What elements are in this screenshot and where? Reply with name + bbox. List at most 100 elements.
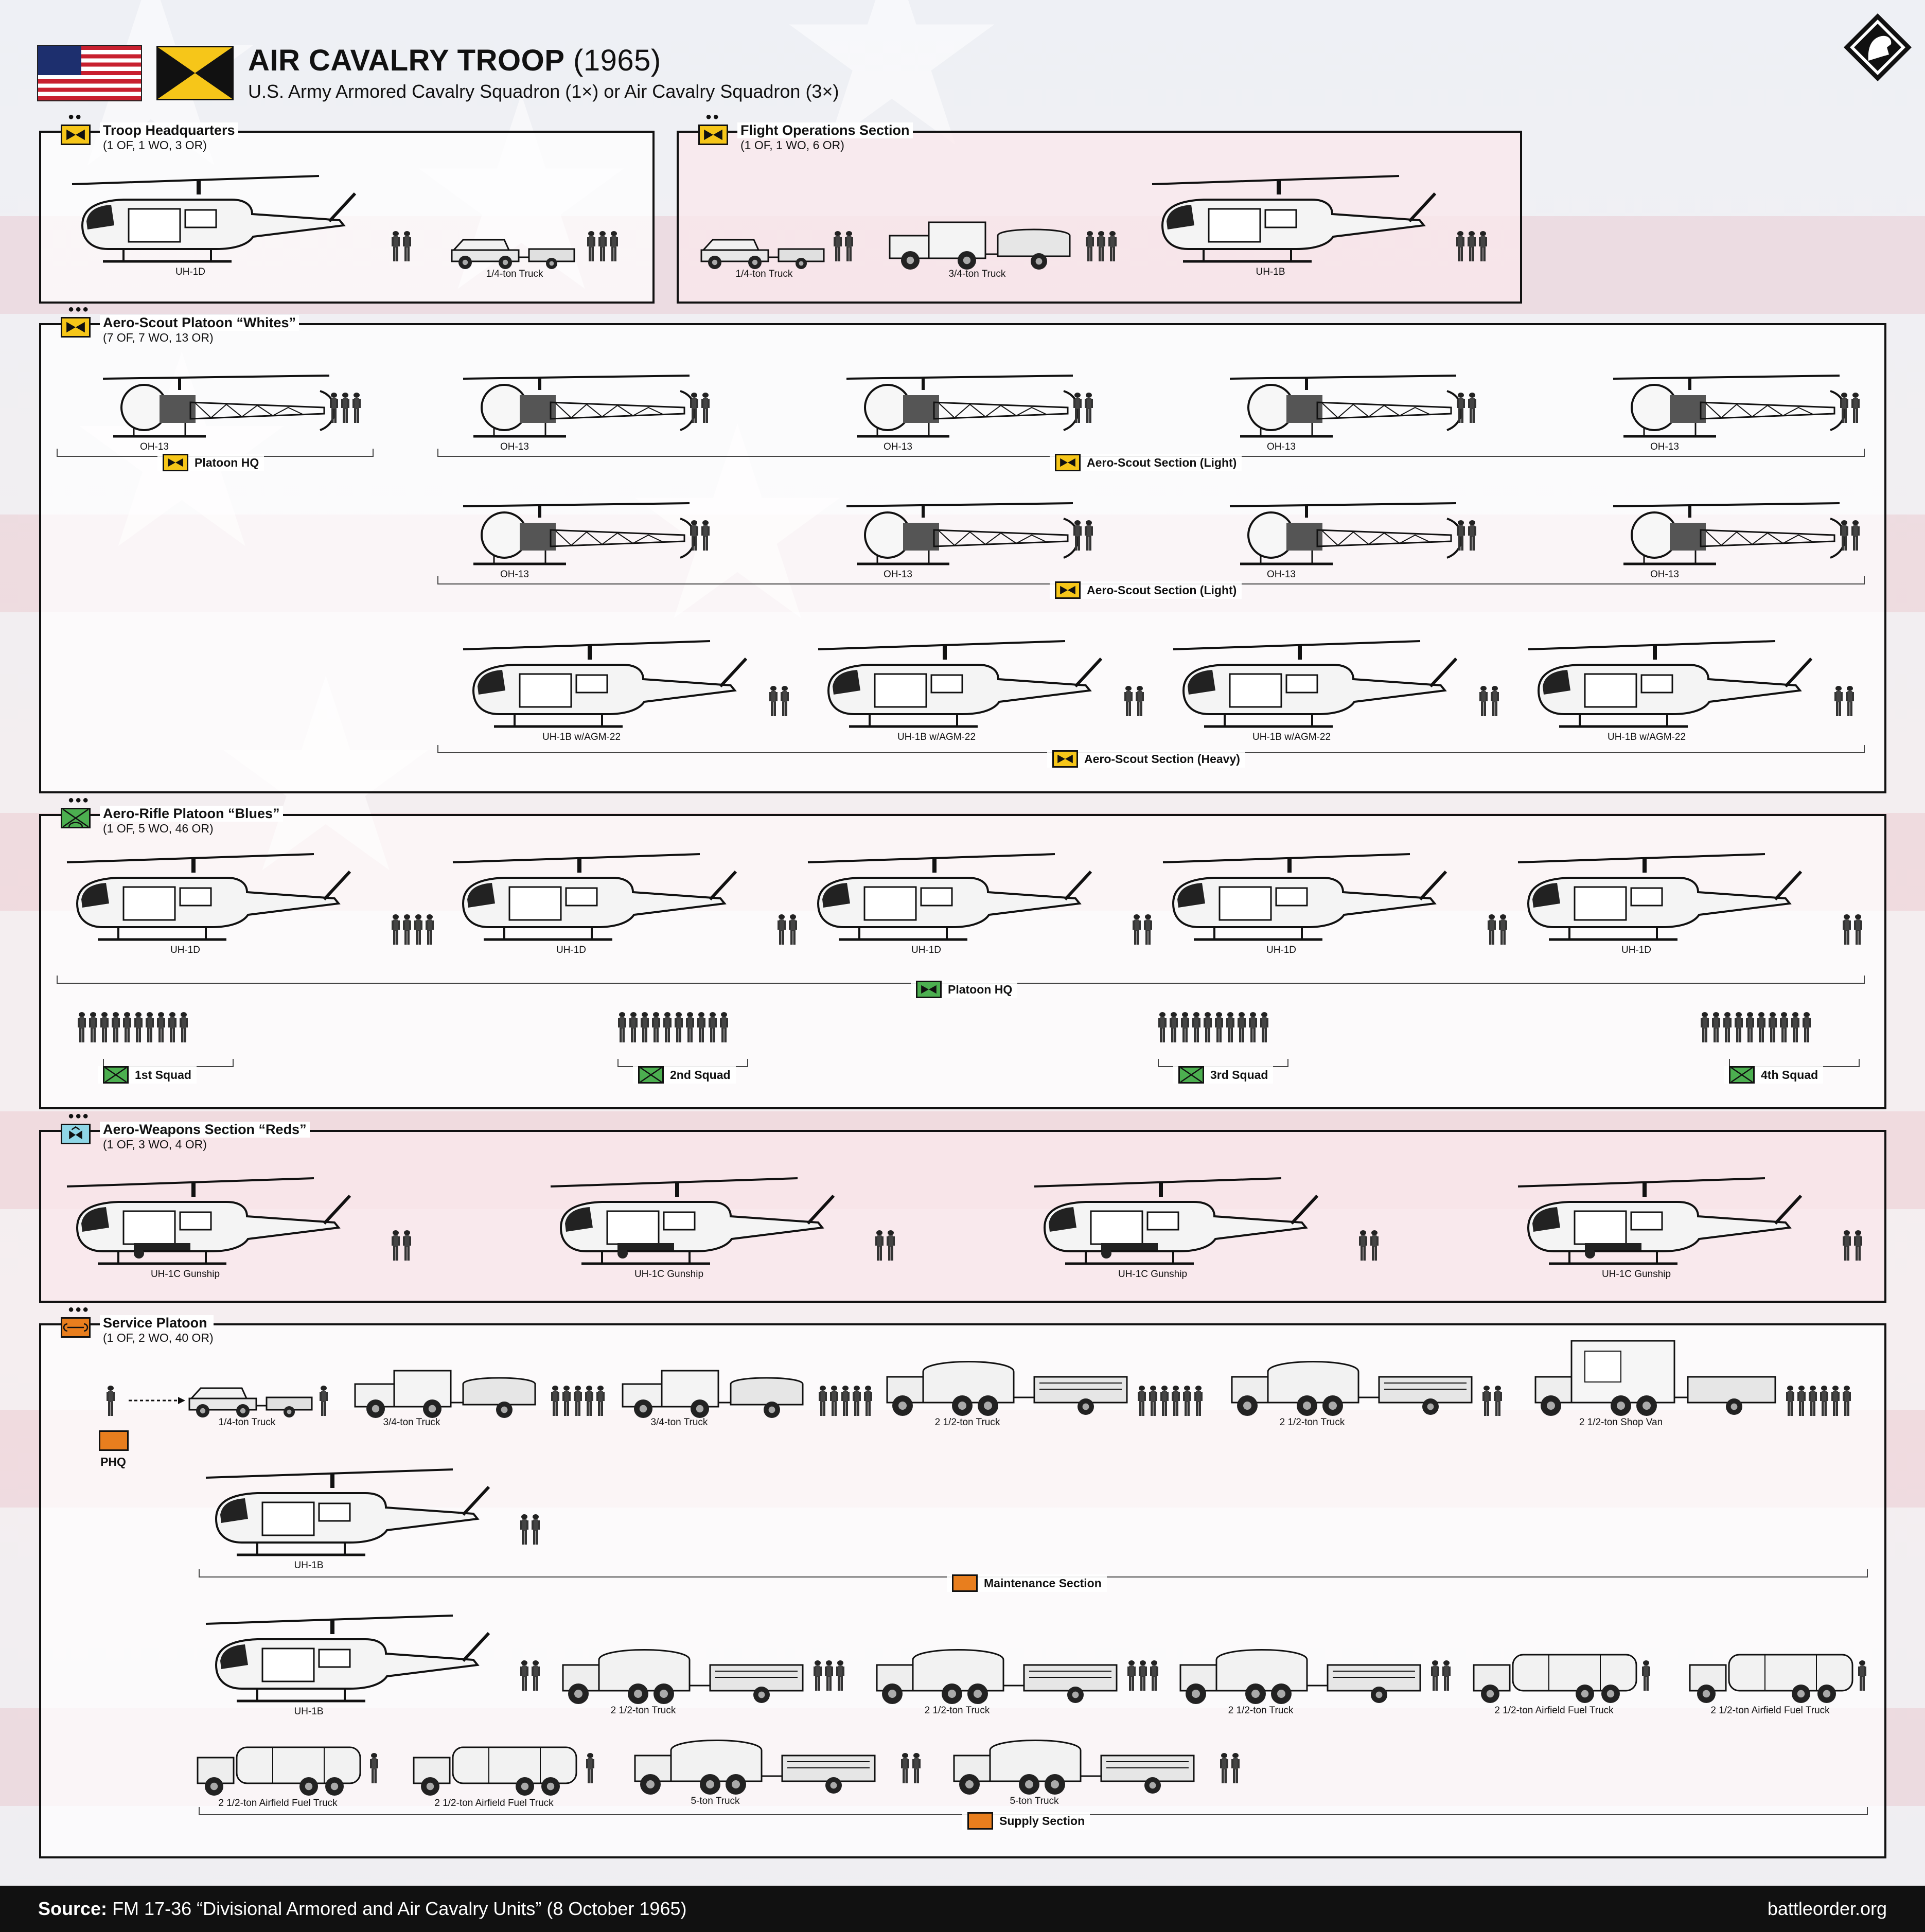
soldier-icon	[864, 1386, 872, 1416]
troop-hq-header: ●● Troop Headquarters(1 OF, 1 WO, 3 OR)	[61, 111, 238, 152]
soldier-group	[1073, 520, 1093, 552]
soldier-icon	[1797, 1386, 1806, 1416]
oh13-helicopter-icon	[1613, 502, 1846, 565]
soldier-icon	[1843, 914, 1851, 945]
soldier-icon	[709, 1012, 717, 1042]
squad-label: 2nd Squad	[633, 1066, 736, 1084]
soldier-icon	[1086, 231, 1094, 261]
soldier-icon	[414, 914, 422, 945]
section-strength: (7 OF, 7 WO, 13 OR)	[103, 331, 214, 344]
unit-label: UH-1D	[911, 945, 942, 955]
section-title: Aero-Scout Platoon “Whites”	[100, 315, 299, 331]
soldier-icon	[532, 1514, 540, 1545]
soldier-group	[1487, 914, 1508, 946]
light-section-label: Aero-Scout Section (Light)	[1050, 581, 1242, 599]
unit-quarter-ton-truck: 1/4-ton Truck	[185, 1379, 319, 1428]
soldier-icon	[1494, 1386, 1502, 1416]
unit-label: UH-1B w/AGM-22	[542, 732, 621, 742]
uh1b-helicopter-icon	[1173, 640, 1458, 728]
uh1c-gunship-icon	[1517, 1177, 1803, 1265]
soldier-group	[690, 520, 710, 552]
footer-bar: Source: FM 17-36 “Divisional Armored and…	[0, 1886, 1925, 1932]
soldier-icon	[134, 1012, 143, 1042]
soldier-icon	[1840, 520, 1848, 551]
soldier-icon	[701, 520, 710, 551]
soldier-icon	[1858, 1660, 1866, 1691]
soldier-icon	[1192, 1012, 1200, 1042]
soldier-icon	[1642, 1660, 1650, 1691]
oh13-helicopter-icon	[846, 375, 1080, 438]
unit-label: UH-1B	[294, 1560, 324, 1571]
oh13-helicopter-icon	[846, 502, 1080, 565]
unit-uh1b-agm22: UH-1B w/AGM-22	[453, 629, 751, 742]
aero-weapons-header: ●●● Aero-Weapons Section “Reds”(1 OF, 3 …	[61, 1110, 310, 1151]
unit-uh1d: UH-1D	[1153, 842, 1451, 955]
soldier-icon	[1149, 1386, 1157, 1416]
weapons-symbol-icon	[61, 1124, 91, 1144]
arrow-icon	[129, 1397, 185, 1404]
soldier-icon	[1431, 1660, 1439, 1691]
soldier-group	[1641, 1660, 1651, 1692]
soldier-icon	[853, 1386, 861, 1416]
soldier-group	[1840, 392, 1860, 424]
deuce-truck-icon	[562, 1649, 804, 1704]
uh1c-gunship-icon	[66, 1177, 351, 1265]
aero-scout-platoon-box: ●●● Aero-Scout Platoon “Whites”(7 OF, 7 …	[39, 304, 1886, 793]
squad-soldiers	[617, 1012, 729, 1043]
oh13-helicopter-icon	[1229, 375, 1463, 438]
unit-label: 5-ton Truck	[1010, 1796, 1059, 1806]
quarter-ton-truck-icon	[700, 239, 825, 269]
unit-label: 3/4-ton Truck	[948, 269, 1006, 279]
unit-label: UH-1C Gunship	[1118, 1269, 1188, 1280]
soldier-icon	[1701, 1012, 1709, 1042]
soldier-icon	[720, 1012, 728, 1042]
soldier-icon	[403, 914, 411, 945]
soldier-icon	[1769, 1012, 1777, 1042]
soldier-icon	[1746, 1012, 1754, 1042]
unit-label: OH-13	[500, 441, 529, 452]
soldier-icon	[641, 1012, 649, 1042]
source-citation: Source: FM 17-36 “Divisional Armored and…	[38, 1898, 687, 1919]
unit-deuce-truck: 2 1/2-ton Truck	[1230, 1351, 1477, 1428]
service-platoon-header: ●●● Service Platoon(1 OF, 2 WO, 40 OR)	[61, 1304, 214, 1345]
soldier-icon	[598, 231, 607, 261]
platoon-symbol-icon	[61, 317, 91, 338]
soldier-icon	[1488, 914, 1496, 945]
squad-soldiers	[1158, 1012, 1269, 1043]
soldier-icon	[1442, 1660, 1451, 1691]
shop-van-icon	[1534, 1340, 1776, 1416]
squad-soldiers	[1700, 1012, 1811, 1043]
unit-label: UH-1D	[1266, 945, 1297, 955]
soldier-group	[769, 685, 789, 717]
unit-deuce-truck: 2 1/2-ton Truck	[875, 1639, 1122, 1716]
soldier-icon	[778, 914, 786, 945]
soldier-group	[833, 231, 854, 262]
soldier-icon	[1843, 1386, 1851, 1416]
five-ton-truck-icon	[953, 1740, 1195, 1795]
unit-label: UH-1B w/AGM-22	[1607, 732, 1686, 742]
soldier-icon	[1085, 520, 1093, 551]
unit-label: UH-1B w/AGM-22	[1252, 732, 1331, 742]
unit-uh1d: UH-1D	[62, 164, 360, 277]
page-title: AIR CAVALRY TROOP (1965)	[248, 44, 661, 77]
soldier-group	[587, 231, 619, 262]
section-title: Aero-Rifle Platoon “Blues”	[100, 806, 283, 822]
section-strength: (1 OF, 3 WO, 4 OR)	[103, 1138, 207, 1151]
soldier-icon	[1479, 686, 1488, 716]
soldier-icon	[1834, 686, 1843, 716]
unit-oh13: OH-13	[826, 366, 1093, 452]
soldier-icon	[392, 231, 400, 261]
soldier-icon	[1172, 1386, 1180, 1416]
unit-label: UH-1D	[170, 945, 201, 955]
squad-label: 4th Squad	[1724, 1066, 1824, 1084]
soldier-icon	[1139, 1660, 1147, 1691]
soldier-group	[1220, 1752, 1240, 1784]
unit-quarter-ton-truck: 1/4-ton Truck	[448, 231, 581, 279]
service-platoon-box: ●●● Service Platoon(1 OF, 2 WO, 40 OR) P…	[39, 1304, 1886, 1858]
soldier-icon	[585, 1386, 593, 1416]
unit-oh13: OH-13	[1209, 366, 1477, 452]
soldier-icon	[912, 1753, 921, 1783]
soldier-icon	[146, 1012, 154, 1042]
soldier-icon	[1108, 231, 1117, 261]
site-link[interactable]: battleorder.org	[1767, 1898, 1887, 1919]
